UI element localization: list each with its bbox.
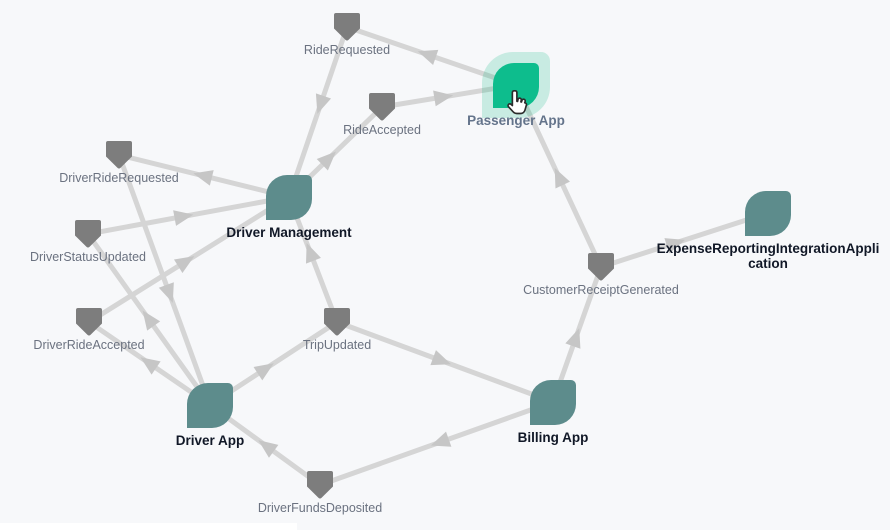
event-node-ride-accepted[interactable] <box>368 92 396 122</box>
node-label-driver-ride-requested: DriverRideRequested <box>59 171 179 185</box>
node-label-customer-receipt-generated: CustomerReceiptGenerated <box>523 283 679 297</box>
event-shield-icon <box>369 93 395 121</box>
application-node-driver-app[interactable] <box>187 383 233 428</box>
arrowhead-icon <box>433 90 454 107</box>
event-shield-icon <box>334 13 360 41</box>
event-node-ride-requested[interactable] <box>333 12 361 42</box>
event-shield-icon <box>106 141 132 169</box>
event-node-driver-funds-deposited[interactable] <box>306 470 334 500</box>
node-label-trip-updated: TripUpdated <box>302 338 372 352</box>
arrowhead-icon <box>193 170 214 186</box>
application-node-driver-management[interactable] <box>266 175 312 220</box>
arrowhead-icon <box>173 256 195 274</box>
event-node-driver-status-updated[interactable] <box>74 219 102 249</box>
edge-driver-ride-requested--driver-app <box>116 152 213 408</box>
event-node-customer-receipt-generated[interactable] <box>587 252 615 282</box>
arrowhead-icon <box>554 167 570 189</box>
event-shield-icon <box>324 308 350 336</box>
arrowhead-icon <box>142 310 161 331</box>
event-shield-icon <box>588 253 614 281</box>
application-node-expense-reporting[interactable] <box>745 191 791 236</box>
node-label-driver-status-updated: DriverStatusUpdated <box>29 250 147 264</box>
bottom-panel-strip <box>0 523 297 530</box>
arrowhead-icon <box>565 328 581 349</box>
node-label-ride-requested: RideRequested <box>303 43 391 57</box>
event-node-driver-ride-accepted[interactable] <box>75 307 103 337</box>
arrowhead-icon <box>430 431 452 447</box>
event-node-driver-ride-requested[interactable] <box>105 140 133 170</box>
node-label-driver-funds-deposited: DriverFundsDeposited <box>257 501 383 515</box>
node-label-driver-ride-accepted: DriverRideAccepted <box>33 338 145 352</box>
arrowhead-icon <box>430 350 451 366</box>
application-node-passenger-app[interactable] <box>493 63 539 108</box>
arrowhead-icon <box>140 357 161 375</box>
event-node-trip-updated[interactable] <box>323 307 351 337</box>
arrowhead-icon <box>173 210 194 226</box>
arrowhead-icon <box>417 49 439 66</box>
event-shield-icon <box>76 308 102 336</box>
node-label-driver-management: Driver Management <box>226 225 352 240</box>
node-label-billing-app: Billing App <box>517 430 589 445</box>
node-label-passenger-app: Passenger App <box>467 113 565 128</box>
arrowhead-icon <box>158 282 174 303</box>
event-shield-icon <box>307 471 333 499</box>
arrowhead-icon <box>315 93 332 114</box>
arrowhead-icon <box>305 242 321 264</box>
node-label-ride-accepted: RideAccepted <box>343 123 421 137</box>
event-shield-icon <box>75 220 101 248</box>
arrowhead-icon <box>664 238 685 254</box>
arrowhead-icon <box>253 363 274 381</box>
arrowhead-icon <box>316 151 336 171</box>
application-node-billing-app[interactable] <box>530 380 576 425</box>
node-label-driver-app: Driver App <box>175 433 245 448</box>
node-label-expense-reporting: ExpenseReportingIntegrationApplication <box>656 241 880 271</box>
arrowhead-icon <box>258 440 279 458</box>
